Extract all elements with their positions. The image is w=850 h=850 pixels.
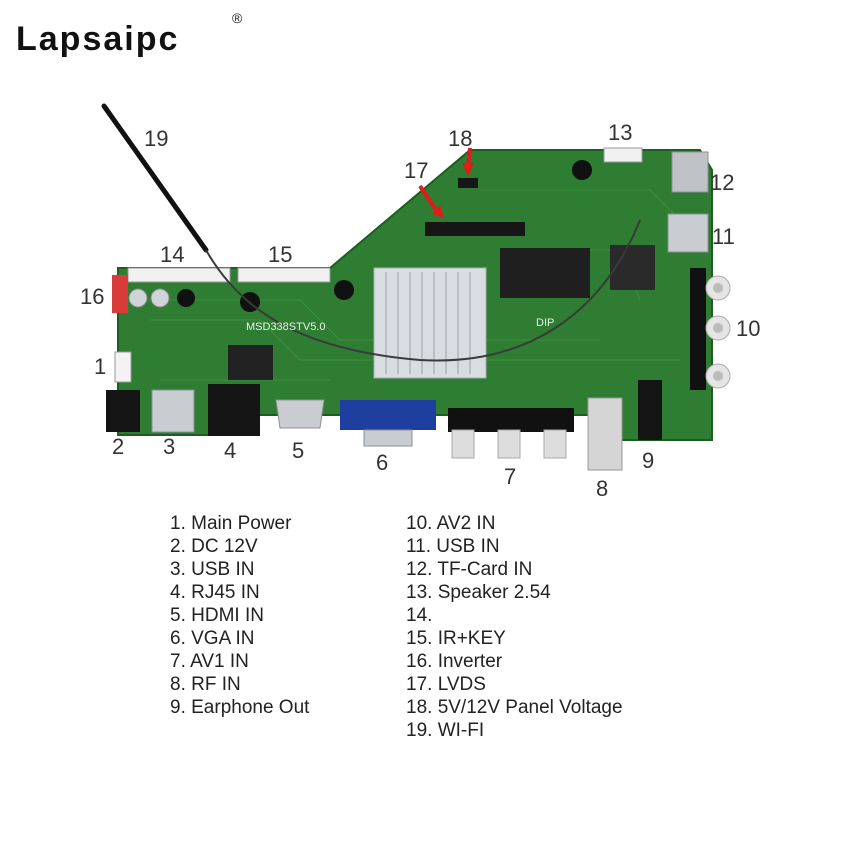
legend-item: 10. AV2 IN xyxy=(406,513,496,534)
callout-19: 19 xyxy=(144,126,169,151)
jacks-av1 xyxy=(448,408,574,459)
callout-5: 5 xyxy=(292,438,305,463)
capacitor xyxy=(150,288,170,308)
legend-item: 15. IR+KEY xyxy=(406,628,506,649)
registered-mark: ® xyxy=(232,10,243,26)
port-usb-right xyxy=(667,213,709,253)
board-dip-text: DIP xyxy=(536,317,554,329)
legend-item: 8. RF IN xyxy=(170,674,241,695)
legend-item: 7. AV1 IN xyxy=(170,651,249,672)
port-usb-left xyxy=(151,389,195,433)
callout-13: 13 xyxy=(608,120,633,145)
callout-15: 15 xyxy=(268,242,293,267)
board-model-text: MSD338STV5.0 xyxy=(246,321,325,333)
legend-item: 4. RJ45 IN xyxy=(170,582,260,603)
legend-item: 12. TF-Card IN xyxy=(406,559,533,580)
legend-right: 10. AV2 IN 11. USB IN 12. TF-Card IN 13.… xyxy=(406,512,623,742)
jack-rf xyxy=(587,397,623,471)
callout-3: 3 xyxy=(163,434,176,459)
legend-item: 5. HDMI IN xyxy=(170,605,264,626)
chip-main xyxy=(500,248,590,298)
callout-8: 8 xyxy=(596,476,609,501)
header-14 xyxy=(127,267,231,283)
connector-speaker xyxy=(603,147,643,163)
connector-lvds xyxy=(425,222,525,236)
legend-item: 3. USB IN xyxy=(170,559,255,580)
legend-item: 13. Speaker 2.54 xyxy=(406,582,551,603)
legend-item: 11. USB IN xyxy=(406,536,500,557)
port-vga xyxy=(340,400,436,430)
connector-main-power xyxy=(114,351,132,383)
legend-item: 19. WI-FI xyxy=(406,720,485,741)
jack-dc xyxy=(106,390,140,432)
legend-item: 2. DC 12V xyxy=(170,536,258,557)
capacitor xyxy=(334,280,354,300)
callout-6: 6 xyxy=(376,450,389,475)
callout-1: 1 xyxy=(94,354,107,379)
port-hdmi xyxy=(275,399,325,429)
board-diagram: MSD338STV5.0 DIP xyxy=(101,103,731,471)
port-rj45 xyxy=(208,384,260,436)
legend-item: 17. LVDS xyxy=(406,674,486,695)
wifi-antenna xyxy=(101,103,209,253)
callout-9: 9 xyxy=(642,448,655,473)
jumper-panel-voltage xyxy=(458,178,478,188)
brand-logo: Lapsaipc xyxy=(16,20,180,58)
legend-item: 16. Inverter xyxy=(406,651,503,672)
callout-17: 17 xyxy=(404,158,429,183)
callout-11: 11 xyxy=(712,224,735,249)
arrow-lvds xyxy=(418,184,444,218)
capacitor xyxy=(128,288,148,308)
legend-item: 18. 5V/12V Panel Voltage xyxy=(406,697,623,718)
jacks-av2 xyxy=(690,268,731,390)
callout-2: 2 xyxy=(112,434,125,459)
callout-12: 12 xyxy=(710,170,735,195)
jack-earphone xyxy=(638,380,662,440)
legend-left: 1. Main Power 2. DC 12V 3. USB IN 4. RJ4… xyxy=(170,512,309,719)
wifi-cable xyxy=(205,219,641,362)
callout-16: 16 xyxy=(80,284,105,309)
chip-wifi xyxy=(610,245,655,290)
slot-tf-card xyxy=(671,151,709,193)
callout-4: 4 xyxy=(224,438,237,463)
arrow-panel-voltage xyxy=(462,147,474,176)
capacitor xyxy=(572,160,592,180)
callout-10: 10 xyxy=(736,316,761,341)
callout-18: 18 xyxy=(448,126,473,151)
capacitor xyxy=(177,289,195,307)
callout-14: 14 xyxy=(160,242,185,267)
connector-inverter xyxy=(112,275,128,313)
legend-item: 9. Earphone Out xyxy=(170,697,310,718)
chip-small xyxy=(228,345,273,380)
legend-item: 14. xyxy=(406,605,433,626)
legend-item: 1. Main Power xyxy=(170,513,292,534)
legend-item: 6. VGA IN xyxy=(170,628,255,649)
header-15 xyxy=(237,267,331,283)
heatsink xyxy=(373,267,487,379)
callout-7: 7 xyxy=(504,464,517,489)
